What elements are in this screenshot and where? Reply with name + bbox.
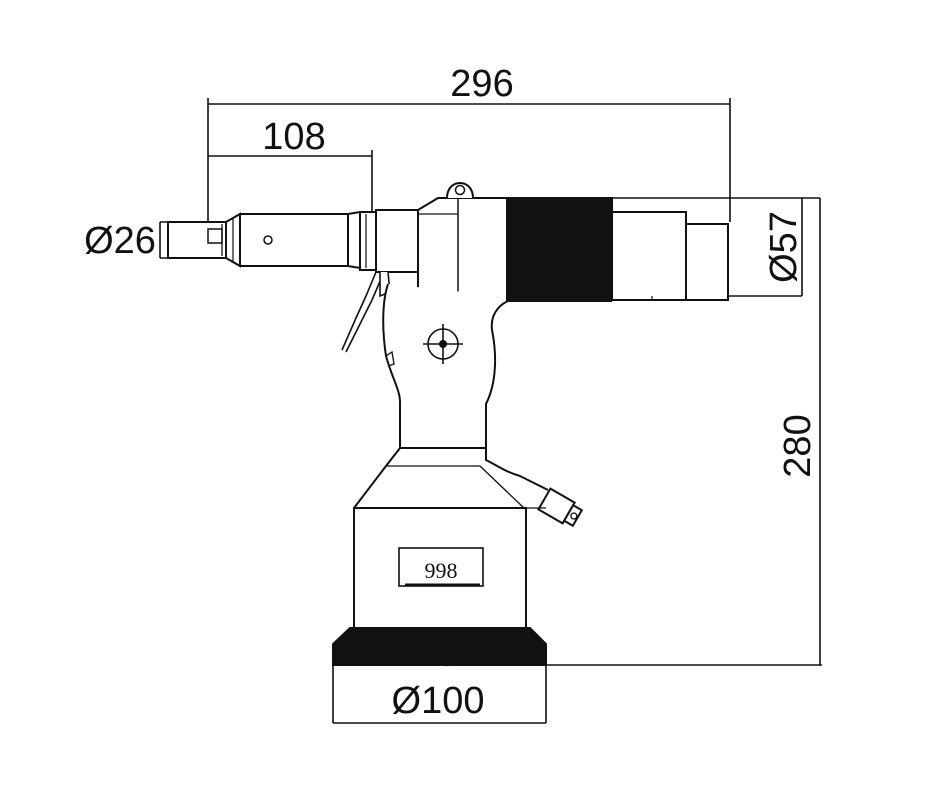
base-grip-band xyxy=(333,628,546,665)
nose-diameter-label: Ø26 xyxy=(84,220,156,262)
tool-outline xyxy=(167,182,729,666)
base-diameter-label: Ø100 xyxy=(392,680,485,722)
head-diameter-label: Ø57 xyxy=(763,211,805,283)
model-label: 998 xyxy=(425,558,458,583)
overall-length-label: 296 xyxy=(450,63,513,105)
nose-length-label: 108 xyxy=(262,116,325,158)
head-grip-band xyxy=(506,198,612,302)
overall-height-label: 280 xyxy=(777,414,819,477)
